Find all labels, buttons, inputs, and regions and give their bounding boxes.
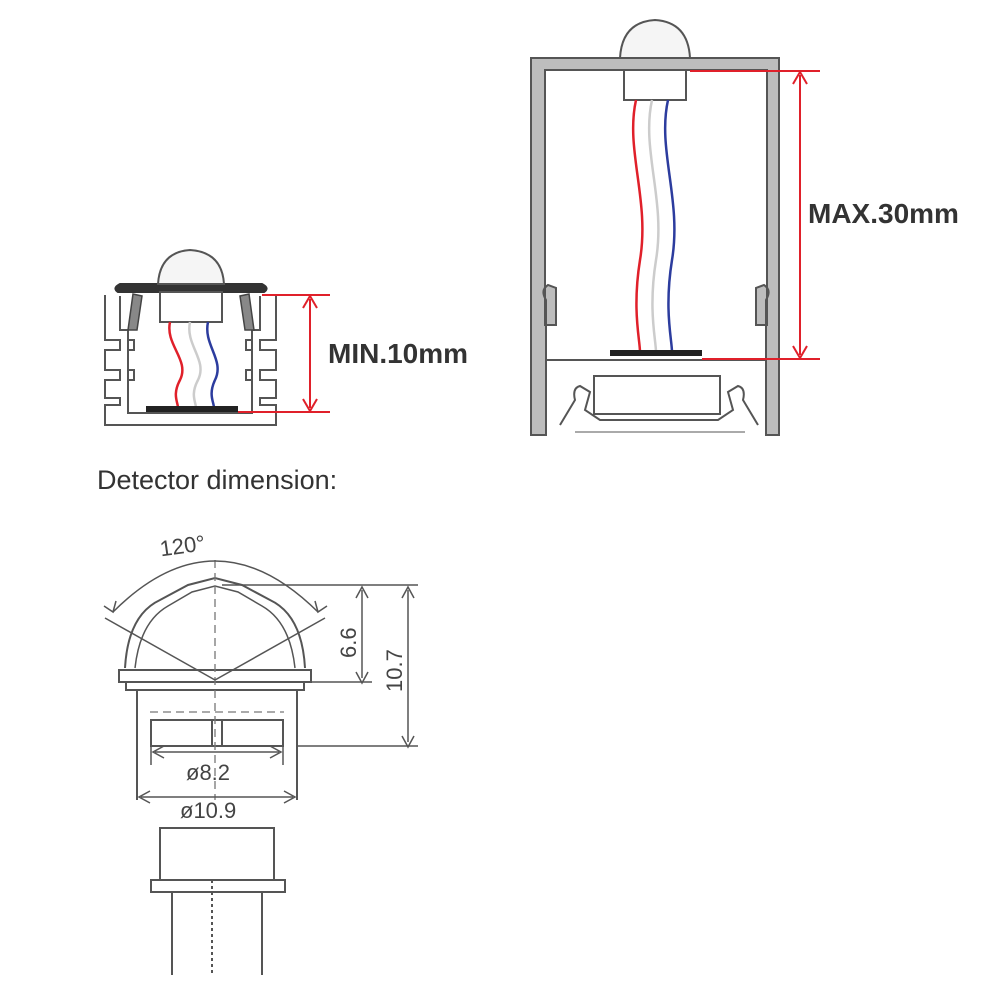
detector-body [136,690,298,800]
small-profile-clip-left [127,293,143,331]
detector-diameter-dimensions [137,745,297,804]
tall-wire-red [631,99,644,353]
min-dimension-line [238,294,330,413]
small-wire-blue [206,321,219,409]
tall-profile-pcb [610,350,702,356]
small-profile-pcb [146,406,238,412]
dome-height-label: 6.6 [336,627,361,658]
tall-profile-outline [545,359,767,433]
small-profile-clip-right [239,293,255,331]
max-dimension-line [690,70,820,360]
max-height-label: MAX.30mm [808,198,959,229]
small-profile-housing [104,295,277,426]
small-sensor-body [159,291,223,323]
tall-sensor-dome [618,18,692,59]
small-sensor-dome [156,248,226,285]
total-height-label: 10.7 [382,649,407,692]
tall-wire-white [647,99,660,353]
small-profile-inner [119,296,261,414]
detector-height-dimensions [222,584,418,749]
detector-connector [159,827,275,881]
detector-dimension-drawing [118,576,312,975]
inner-diameter-label: ø8.2 [186,760,230,785]
small-wire-red [168,321,184,409]
tall-sensor-body [623,69,687,101]
detector-view-angle [103,560,328,681]
section-caption: Detector dimension: [97,465,338,495]
tall-wire-blue [663,99,676,353]
angle-label: 120° [158,530,207,561]
small-profile-cover [114,283,268,293]
small-profile-drawing [104,295,277,426]
min-height-label: MIN.10mm [328,338,468,369]
tall-profile-shell [530,57,780,436]
small-wire-white [188,321,202,409]
outer-diameter-label: ø10.9 [180,798,236,823]
